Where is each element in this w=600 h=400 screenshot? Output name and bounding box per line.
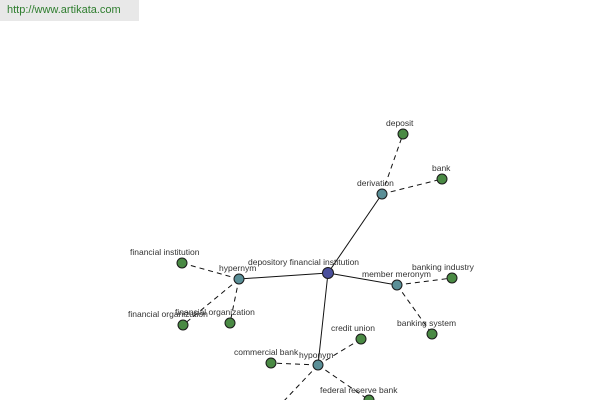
label-deposit[interactable]: deposit bbox=[386, 118, 414, 128]
graph-labels: depository financial institution derivati… bbox=[128, 118, 475, 395]
node-financial-institution[interactable] bbox=[176, 257, 188, 269]
node-member-meronym[interactable] bbox=[391, 279, 403, 291]
label-credit-union[interactable]: credit union bbox=[331, 323, 375, 333]
node-credit-union[interactable] bbox=[355, 333, 367, 345]
site-url-link[interactable]: http://www.artikata.com bbox=[7, 4, 121, 16]
node-banking-industry[interactable] bbox=[446, 272, 458, 284]
label-financial-institution[interactable]: financial institution bbox=[130, 247, 200, 257]
node-commercial-bank[interactable] bbox=[265, 357, 277, 369]
node-deposit[interactable] bbox=[397, 128, 409, 140]
edge-hypernym-to-financial-institution bbox=[181, 262, 240, 280]
label-federal-reserve-bank[interactable]: federal reserve bank bbox=[320, 385, 398, 395]
node-federal-reserve-bank[interactable] bbox=[363, 394, 375, 400]
edge-member-meronym-to-banking-industry bbox=[396, 277, 453, 286]
edge-hyponym-to-federal-reserve-bank bbox=[317, 364, 370, 400]
edge-hypernym-to-financial-organization-1 bbox=[182, 278, 240, 326]
edge-hyponym-to-commercial-bank bbox=[270, 362, 319, 366]
label-financial-organization-2[interactable]: financial organization bbox=[175, 307, 255, 317]
node-financial-organization-2[interactable] bbox=[224, 317, 236, 329]
label-derivation[interactable]: derivation bbox=[357, 178, 394, 188]
edge-hyponym-to-offscreen-leaf bbox=[284, 364, 319, 400]
label-commercial-bank[interactable]: commercial bank bbox=[234, 347, 299, 357]
label-root[interactable]: depository financial institution bbox=[248, 257, 359, 267]
label-financial-organization-1[interactable]: financial organization bbox=[128, 309, 208, 319]
url-bar: http://www.artikata.com bbox=[0, 0, 139, 21]
node-hyponym[interactable] bbox=[312, 359, 324, 371]
label-banking-system[interactable]: banking system bbox=[397, 318, 456, 328]
edge-root-to-derivation bbox=[327, 193, 383, 274]
label-hyponym[interactable]: hyponym bbox=[299, 350, 334, 360]
label-hypernym[interactable]: hypernym bbox=[219, 263, 256, 273]
node-root[interactable] bbox=[322, 267, 334, 279]
edge-member-meronym-to-banking-system bbox=[396, 284, 433, 335]
node-banking-system[interactable] bbox=[426, 328, 438, 340]
label-member-meronym[interactable]: member meronym bbox=[362, 269, 431, 279]
graph-edges bbox=[181, 133, 453, 400]
label-bank[interactable]: bank bbox=[432, 163, 451, 173]
edge-root-to-member-meronym bbox=[327, 272, 398, 286]
node-derivation[interactable] bbox=[376, 188, 388, 200]
node-bank[interactable] bbox=[436, 173, 448, 185]
label-banking-industry[interactable]: banking industry bbox=[412, 262, 475, 272]
edge-root-to-hypernym bbox=[238, 272, 329, 280]
node-hypernym[interactable] bbox=[233, 273, 245, 285]
graph-nodes bbox=[176, 128, 458, 400]
edge-derivation-to-deposit bbox=[381, 133, 404, 195]
edge-derivation-to-bank bbox=[381, 178, 443, 195]
edge-hypernym-to-financial-organization-2 bbox=[229, 278, 240, 324]
edge-root-to-hyponym bbox=[317, 272, 329, 366]
node-financial-organization-1[interactable] bbox=[177, 319, 189, 331]
